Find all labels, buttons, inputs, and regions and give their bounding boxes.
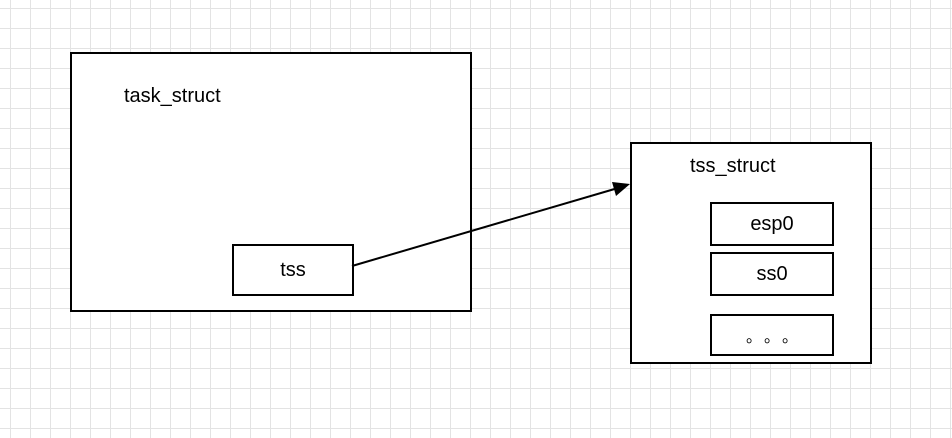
- ss0-field-label: ss0: [756, 262, 788, 285]
- tss-field: tss: [232, 244, 354, 296]
- task-struct-title: task_struct: [124, 85, 221, 107]
- tss-field-label: tss: [280, 258, 306, 281]
- esp0-field-label: esp0: [750, 212, 794, 235]
- ellipsis-field: 。。。: [710, 314, 834, 356]
- ellipsis-field-label: 。。。: [745, 329, 808, 346]
- ss0-field: ss0: [710, 252, 834, 296]
- task-struct-box: task_struct tss: [70, 52, 472, 312]
- tss-struct-box: tss_struct esp0 ss0 。。。: [630, 142, 872, 364]
- tss-struct-title: tss_struct: [690, 155, 776, 177]
- esp0-field: esp0: [710, 202, 834, 246]
- pointer-arrow-head: [612, 182, 630, 196]
